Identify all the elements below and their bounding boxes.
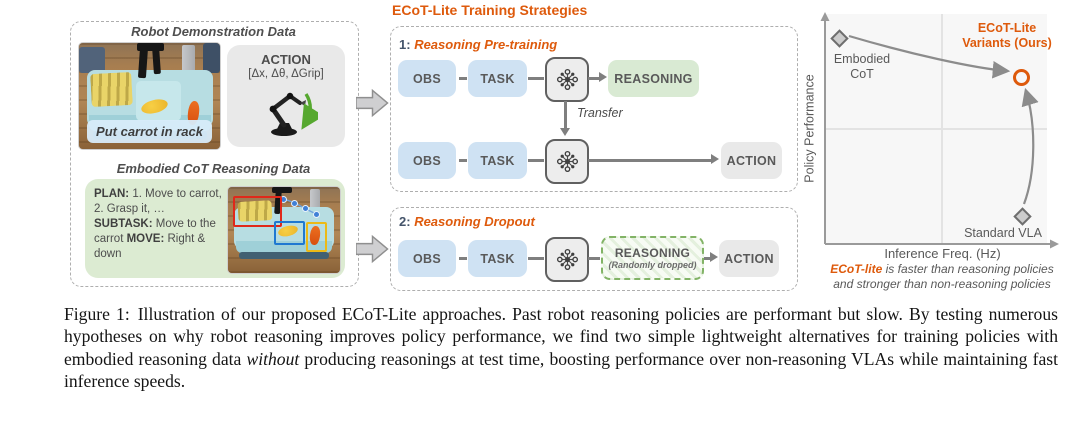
transfer-arrowhead-icon (560, 128, 570, 136)
connector (588, 158, 712, 162)
rotation-arrow-icon (301, 93, 325, 130)
strategy1-title: 1: Reasoning Pre-training (399, 37, 558, 52)
flow-arrow-bottom-icon (356, 234, 389, 264)
task-box: TASK (468, 60, 527, 97)
chart-plot-area (825, 14, 1047, 243)
plan-label: PLAN: (94, 188, 130, 200)
obs-box: OBS (398, 142, 456, 179)
connector (528, 159, 544, 162)
arrow-vla-to-ours (1021, 87, 1039, 205)
arrowhead-icon (711, 154, 719, 164)
embodied-cot-label: Embodied CoT (833, 52, 891, 81)
arrow-ecot-to-ours (848, 34, 1011, 79)
randomly-dropped-label: (Randomly dropped) (608, 260, 697, 270)
chart-axes-and-arrows (820, 12, 1059, 249)
figure-caption: Figure 1:Illustration of our proposed EC… (64, 304, 1059, 392)
bounding-box-carrot (306, 222, 327, 252)
connector (459, 77, 467, 80)
reasoning-box: REASONING (608, 60, 699, 97)
demo-data-title: Robot Demonstration Data (131, 24, 296, 39)
keypoint-dot (302, 205, 309, 212)
transfer-label: Transfer (577, 106, 623, 120)
arrowhead-icon (710, 252, 718, 262)
chart-note-highlight: ECoT-lite (830, 262, 883, 276)
strategy2-title: 2: Reasoning Dropout (399, 214, 535, 229)
keypoint-dot (313, 211, 320, 218)
sink-shadow (239, 252, 329, 259)
marker-ecot-lite (1013, 69, 1030, 86)
policy-network-icon (545, 139, 589, 184)
ecot-data-title: Embodied CoT Reasoning Data (116, 161, 311, 176)
task-box: TASK (468, 240, 527, 277)
x-axis-arrowhead-icon (1050, 239, 1059, 249)
subtask-label: SUBTASK: (94, 218, 153, 230)
background-clutter-right (203, 43, 220, 73)
dish-rack (90, 71, 133, 108)
policy-network-icon (545, 237, 589, 282)
robot-demo-photo: Put carrot in rack (78, 42, 221, 150)
policy-network-icon (545, 57, 589, 102)
action-formula: [Δx, Δθ, ΔGrip] (248, 68, 324, 80)
transfer-line (564, 101, 567, 129)
action-card: ACTION [Δx, Δθ, ΔGrip] (227, 45, 345, 147)
ecot-data-text: PLAN: 1. Move to carrot, 2. Grasp it, … … (94, 188, 222, 260)
y-axis-arrowhead-icon (820, 12, 830, 21)
connector (528, 77, 544, 80)
keypoint-trace (283, 198, 317, 215)
ecot-lite-variants-label: ECoT-Lite Variants (Ours) (962, 21, 1052, 50)
robot-pillar (310, 189, 320, 215)
gridline-horizontal (825, 128, 1047, 130)
move-label: MOVE: (126, 233, 165, 245)
figure-caption-label: Figure 1: (64, 304, 130, 324)
connector (704, 257, 711, 260)
task-instruction-text: Put carrot in rack (96, 124, 203, 139)
connector (528, 257, 544, 260)
bounding-box-rack (233, 196, 282, 227)
standard-vla-label: Standard VLA (964, 226, 1042, 240)
connector (459, 257, 467, 260)
chart-note: ECoT-lite is faster than reasoning polic… (830, 262, 1054, 291)
obs-box: OBS (398, 240, 456, 277)
action-title: ACTION (261, 52, 311, 67)
connector (588, 257, 600, 260)
flow-arrow-top-icon (356, 88, 389, 118)
action-box: ACTION (719, 240, 779, 277)
connector (459, 159, 467, 162)
background-clutter-left (79, 47, 105, 73)
bounding-box-corn (274, 221, 305, 245)
strategies-title: ECoT-Lite Training Strategies (392, 2, 588, 18)
ecot-annotated-photo (227, 186, 341, 274)
task-box: TASK (468, 142, 527, 179)
arrowhead-icon (599, 72, 607, 82)
keypoint-dot (291, 200, 298, 207)
task-instruction-label: Put carrot in rack (87, 120, 212, 143)
y-axis-label: Policy Performance (802, 74, 817, 183)
x-axis-label: Inference Freq. (Hz) (884, 246, 1001, 261)
reasoning-dropout-box: REASONING (Randomly dropped) (601, 236, 704, 280)
strategy1-border (390, 26, 798, 192)
obs-box: OBS (398, 60, 456, 97)
connector (588, 77, 600, 80)
data-panel-border (70, 21, 359, 287)
robot-arm-icon (269, 92, 325, 136)
action-box: ACTION (721, 142, 782, 179)
strategy2-border (390, 207, 798, 291)
reasoning-dropout-label: REASONING (614, 246, 691, 260)
